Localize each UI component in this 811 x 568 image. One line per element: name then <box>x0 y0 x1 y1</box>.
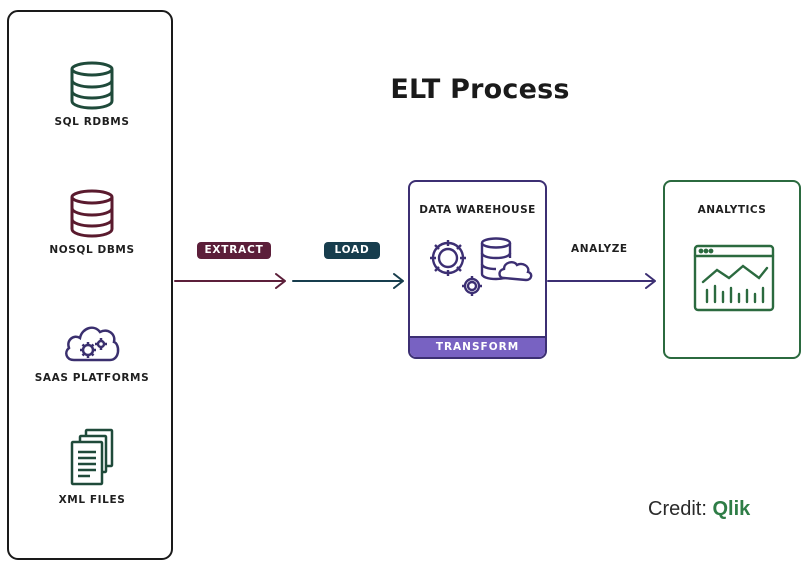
source-label: SQL RDBMS <box>54 116 130 128</box>
source-saas-platforms: SAAS PLATFORMS <box>9 316 175 384</box>
data-warehouse-box: DATA WAREHOUSE <box>408 180 547 359</box>
source-xml-files: XML FILES <box>9 428 175 506</box>
source-nosql-dbms: NOSQL DBMS <box>9 188 175 256</box>
analyze-step-label: ANALYZE <box>571 243 628 255</box>
credit-prefix: Credit: <box>648 498 707 520</box>
page-title: ELT Process <box>390 74 570 105</box>
analytics-title: ANALYTICS <box>697 204 767 216</box>
gear-icon <box>430 240 466 276</box>
credit: Credit: Qlik <box>648 498 750 521</box>
analyze-arrow <box>547 273 656 289</box>
sources-panel: SQL RDBMS NOSQL DBMS SAAS PLATFORMS <box>7 10 173 560</box>
small-gear-icon <box>462 276 482 296</box>
extract-arrow <box>174 273 286 289</box>
cloud-gears-icon <box>65 326 120 362</box>
source-label: XML FILES <box>58 494 126 506</box>
source-label: SAAS PLATFORMS <box>34 372 150 384</box>
source-label: NOSQL DBMS <box>49 244 135 256</box>
analytics-dashboard-icon <box>693 244 775 312</box>
database-icon <box>70 189 114 238</box>
warehouse-icons <box>430 237 533 296</box>
analytics-box: ANALYTICS <box>663 180 801 359</box>
load-arrow <box>292 273 404 289</box>
data-warehouse-title: DATA WAREHOUSE <box>419 204 536 216</box>
source-sql-rdbms: SQL RDBMS <box>9 60 175 128</box>
cloud-icon <box>498 261 533 282</box>
load-step-pill: LOAD <box>324 242 380 259</box>
extract-step-pill: EXTRACT <box>197 242 271 259</box>
database-icon <box>70 61 114 110</box>
documents-icon <box>70 428 114 486</box>
qlik-logo: Qlik <box>712 498 751 520</box>
transform-bar: TRANSFORM <box>410 336 545 357</box>
